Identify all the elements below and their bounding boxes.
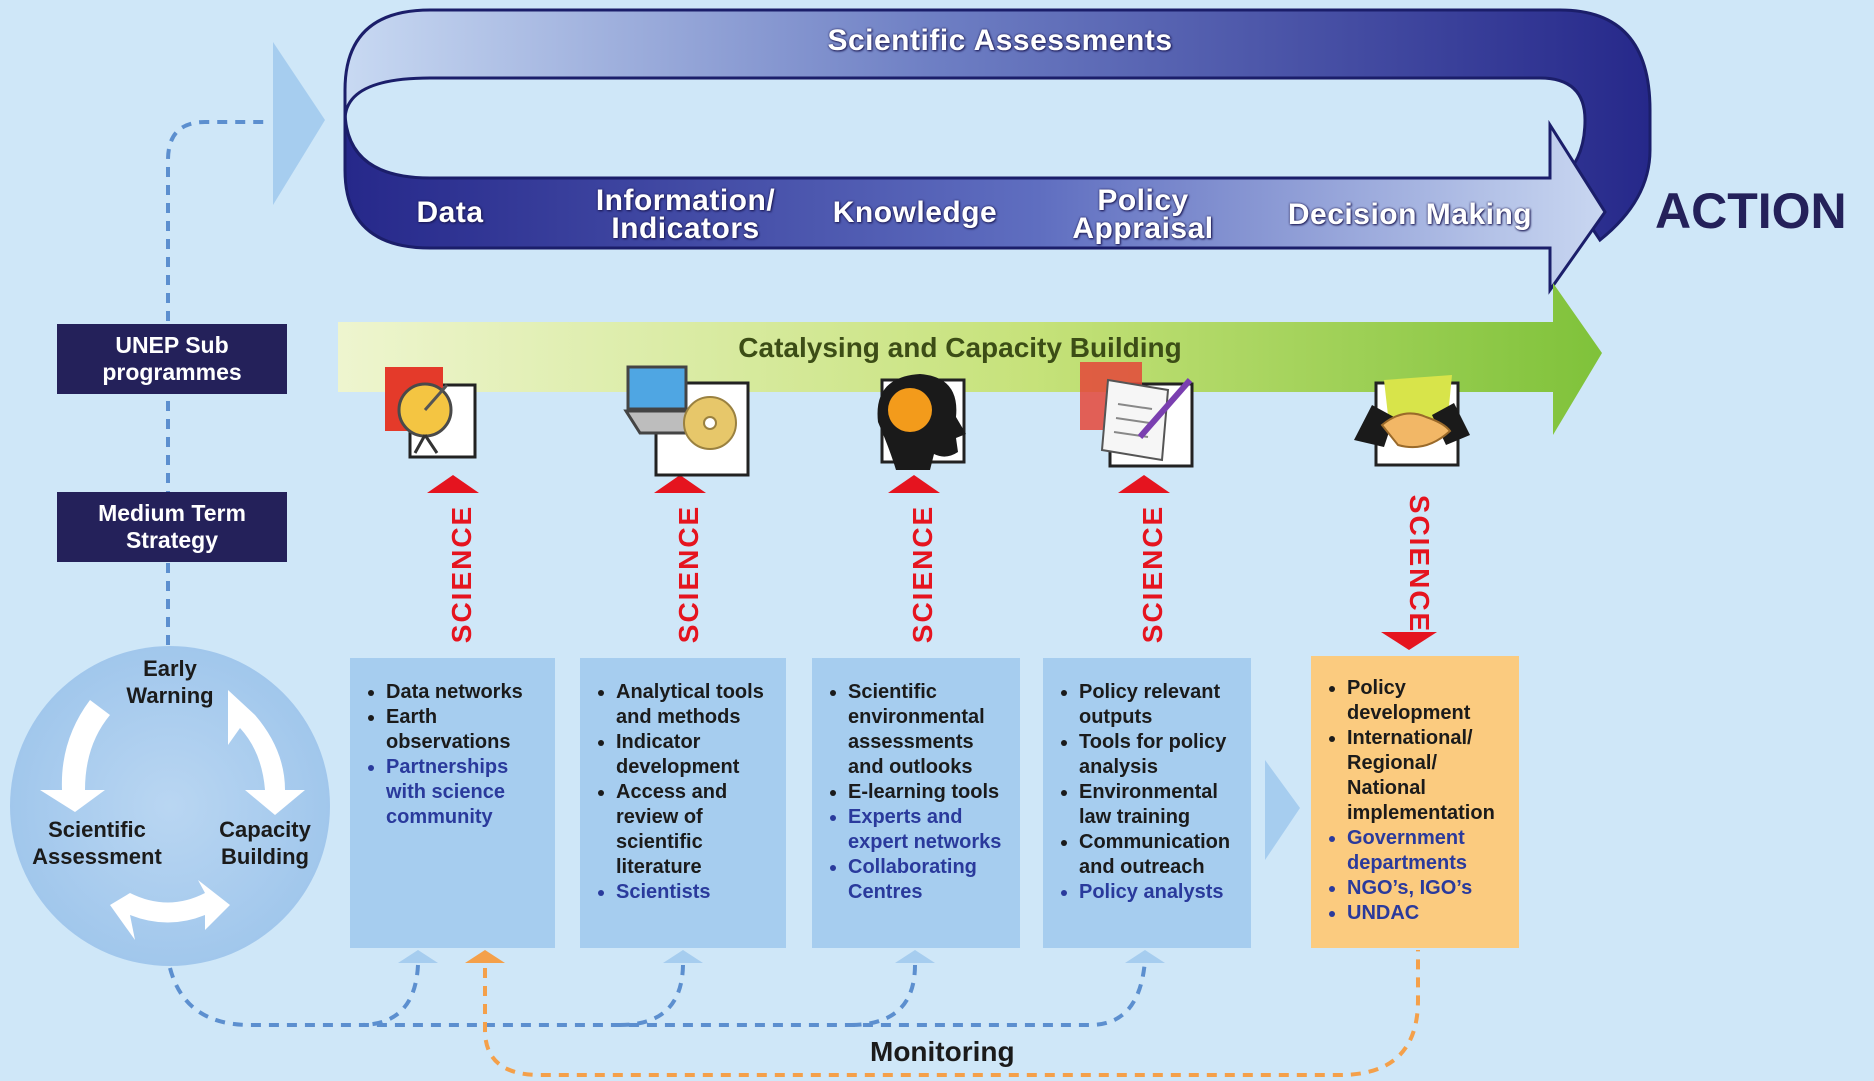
science-label-5: SCIENCE xyxy=(1404,494,1436,634)
assessment-loop-bottom xyxy=(343,109,1607,295)
column-item: Partnerships with science community xyxy=(386,755,545,830)
column-item: Analytical tools and methods xyxy=(616,680,776,730)
science-label-2: SCIENCE xyxy=(673,504,705,644)
column-item: UNDAC xyxy=(1347,901,1509,926)
satellite-dish-icon xyxy=(385,367,477,459)
entry-arrow xyxy=(273,42,325,205)
column-item: Tools for policy analysis xyxy=(1079,730,1241,780)
science-arrowhead-4 xyxy=(1118,475,1170,493)
assessment-loop-top xyxy=(343,8,1652,243)
science-label-1: SCIENCE xyxy=(446,504,478,644)
step-knowledge: Knowledge xyxy=(832,196,998,229)
connector-dashed-blue-up xyxy=(166,120,268,645)
cycle-arrow-left xyxy=(40,700,110,812)
column-item: Data networks xyxy=(386,680,545,705)
science-arrowhead-5 xyxy=(1381,632,1437,650)
science-arrowhead-2 xyxy=(654,475,706,493)
column-item: Scientists xyxy=(616,880,776,905)
step-data: Data xyxy=(416,196,484,229)
column-item: Indicator development xyxy=(616,730,776,780)
connector-marker-1 xyxy=(398,950,438,963)
column-item: Communication and outreach xyxy=(1079,830,1241,880)
flow-arrow-to-action xyxy=(1265,760,1300,860)
column-item: Scientific environmental assessments and… xyxy=(848,680,1010,780)
connector-marker-orange xyxy=(465,950,505,963)
column-item: NGO’s, IGO’s xyxy=(1347,876,1509,901)
monitoring-label: Monitoring xyxy=(870,1036,1015,1067)
connector-dashed-orange xyxy=(483,950,1420,1077)
document-pen-icon xyxy=(1080,362,1194,468)
connector-marker-3 xyxy=(895,950,935,963)
column-item: Government departments xyxy=(1347,826,1509,876)
handshake-icon xyxy=(1354,375,1470,467)
science-label-3: SCIENCE xyxy=(907,504,939,644)
column-decision: Policy developmentInternational/ Regiona… xyxy=(1311,656,1519,948)
scientific-assessments-title: Scientific Assessments xyxy=(827,24,1173,57)
column-data: Data networksEarth observationsPartnersh… xyxy=(350,658,555,948)
connector-branch-3 xyxy=(849,964,917,1027)
capacity-building-arrow xyxy=(338,283,1602,435)
connector-branch-2 xyxy=(619,964,685,1027)
column-policy: Policy relevant outputsTools for policy … xyxy=(1043,658,1251,948)
column-item: Earth observations xyxy=(386,705,545,755)
column-item: Environmental law training xyxy=(1079,780,1241,830)
column-item: Policy relevant outputs xyxy=(1079,680,1241,730)
column-item: International/ Regional/ National implem… xyxy=(1347,726,1509,826)
capacity-building-label: Catalysing and Capacity Building xyxy=(738,332,1182,363)
column-item: Access and review of scientific literatu… xyxy=(616,780,776,880)
head-profile-icon xyxy=(877,374,966,470)
connector-dashed-blue-bottom xyxy=(168,959,1147,1027)
connector-marker-2 xyxy=(663,950,703,963)
connector-branch-1 xyxy=(359,964,420,1027)
connector-marker-4 xyxy=(1125,950,1165,963)
science-label-4: SCIENCE xyxy=(1137,504,1169,644)
step-information-indicators: Information/ Indicators xyxy=(595,184,776,245)
unep-subprogrammes-box: UNEP Sub programmes xyxy=(57,324,287,394)
column-item: E-learning tools xyxy=(848,780,1010,805)
laptop-cd-icon xyxy=(623,365,750,477)
cycle-capacity-building: Capacity Building xyxy=(219,817,311,869)
column-knowledge: Scientific environmental assessments and… xyxy=(812,658,1020,948)
column-item: Experts and expert networks xyxy=(848,805,1010,855)
step-policy-appraisal: Policy Appraisal xyxy=(1072,184,1214,245)
column-item: Policy analysts xyxy=(1079,880,1241,905)
cycle-arrow-right xyxy=(228,690,305,815)
step-decision-making: Decision Making xyxy=(1287,198,1533,231)
cycle-arrow-bottom xyxy=(110,880,230,940)
column-item: Collaborating Centres xyxy=(848,855,1010,905)
science-arrowhead-3 xyxy=(888,475,940,493)
column-information: Analytical tools and methodsIndicator de… xyxy=(580,658,786,948)
medium-term-strategy-box: Medium Term Strategy xyxy=(57,492,287,562)
science-arrowhead-1 xyxy=(427,475,479,493)
cycle-scientific-assessment: Scientific Assessment xyxy=(32,817,162,869)
column-item: Policy development xyxy=(1347,676,1509,726)
action-label: ACTION xyxy=(1655,183,1847,239)
cycle-early-warning: Early Warning xyxy=(126,656,214,708)
